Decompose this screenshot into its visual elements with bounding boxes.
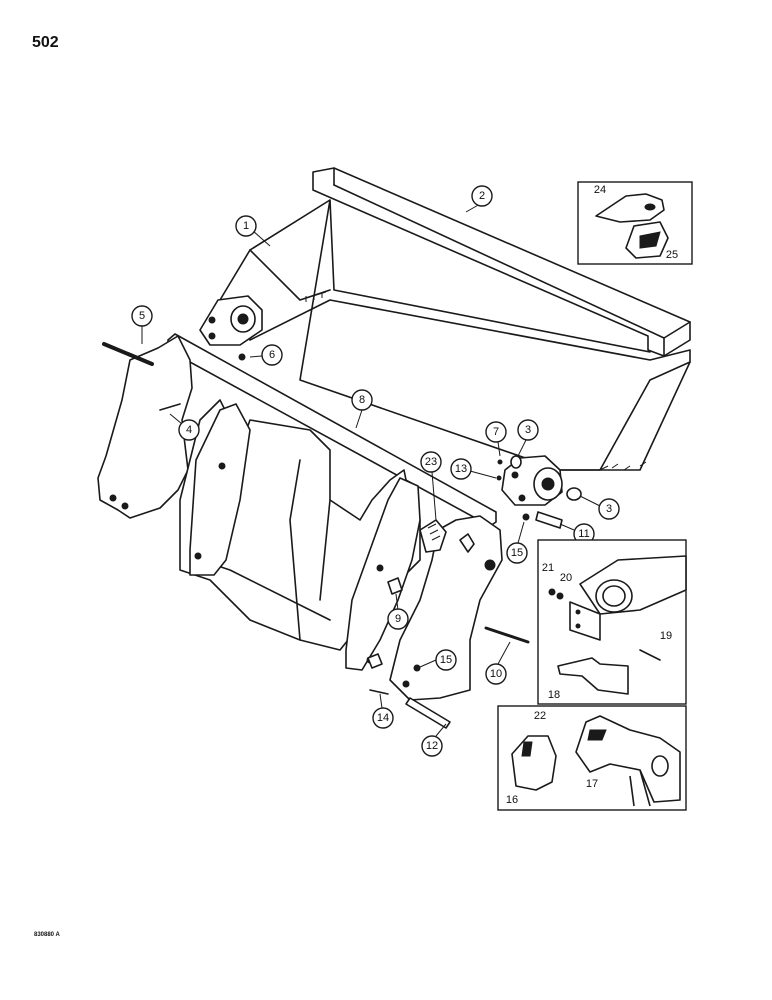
callout-14 (372, 707, 394, 729)
pin-9 (367, 577, 403, 669)
callout-13-text: 13 (455, 463, 467, 475)
callout-10-text: 10 (490, 668, 502, 680)
callout-13 (450, 458, 472, 480)
callout-1 (235, 215, 257, 237)
callout-4-text: 4 (186, 424, 192, 436)
callout-3b-text: 3 (606, 503, 612, 515)
inset-label-22: 22 (534, 710, 546, 722)
bolt-4 (159, 403, 181, 411)
pin-10 (484, 626, 530, 644)
callout-9-text: 9 (395, 613, 401, 625)
callout-8-text: 8 (359, 394, 365, 406)
inset-label-17: 17 (586, 778, 598, 790)
callout-15b-text: 15 (440, 654, 452, 666)
callout-5-text: 5 (139, 310, 145, 322)
nut-6 (238, 353, 246, 361)
callout-2-text: 2 (479, 190, 485, 202)
callout-8 (351, 389, 373, 411)
pin-11 (535, 511, 563, 529)
inset-label-16: 16 (506, 794, 518, 806)
callout-12 (421, 735, 443, 757)
callout-6-text: 6 (269, 349, 275, 361)
callout-6 (261, 344, 283, 366)
callout-14-text: 14 (377, 712, 389, 724)
callout-15a (506, 542, 528, 564)
bucket-body (199, 199, 691, 471)
inset-label-25: 25 (666, 249, 678, 261)
inset-label-19: 19 (660, 630, 672, 642)
callout-15b (435, 649, 457, 671)
callout-1-text: 1 (243, 220, 249, 232)
quick-coupler-frame (97, 333, 503, 701)
callout-3a (517, 419, 539, 441)
bolt-14 (369, 689, 389, 695)
callout-23 (420, 451, 442, 473)
pin-12 (405, 697, 451, 729)
callout-4 (178, 419, 200, 441)
callout-7 (485, 421, 507, 443)
inset-label-18: 18 (548, 689, 560, 701)
callout-23-text: 23 (425, 456, 437, 468)
callout-15a-text: 15 (511, 547, 523, 559)
right-pivot-boss (496, 455, 582, 521)
callout-10 (485, 663, 507, 685)
callout-12-text: 12 (426, 740, 438, 752)
callout-5 (131, 305, 153, 327)
callout-7-text: 7 (493, 426, 499, 438)
callout-3b (598, 498, 620, 520)
inset-label-24: 24 (594, 184, 606, 196)
callout-3a-text: 3 (525, 424, 531, 436)
pin-5 (102, 342, 154, 366)
callout-11-text: 11 (578, 528, 589, 540)
page-number: 502 (32, 34, 59, 51)
inset-bracket-panel: 21 20 19 18 (537, 539, 687, 705)
callout-2 (471, 185, 493, 207)
inset-label-21: 21 (542, 562, 554, 574)
inset-tooth-panel: 24 25 (577, 181, 693, 265)
drawing-code: 830880 A (34, 932, 60, 938)
inset-wear-panel: 22 16 17 (497, 705, 687, 811)
callout-9 (387, 608, 409, 630)
inset-label-20: 20 (560, 572, 572, 584)
